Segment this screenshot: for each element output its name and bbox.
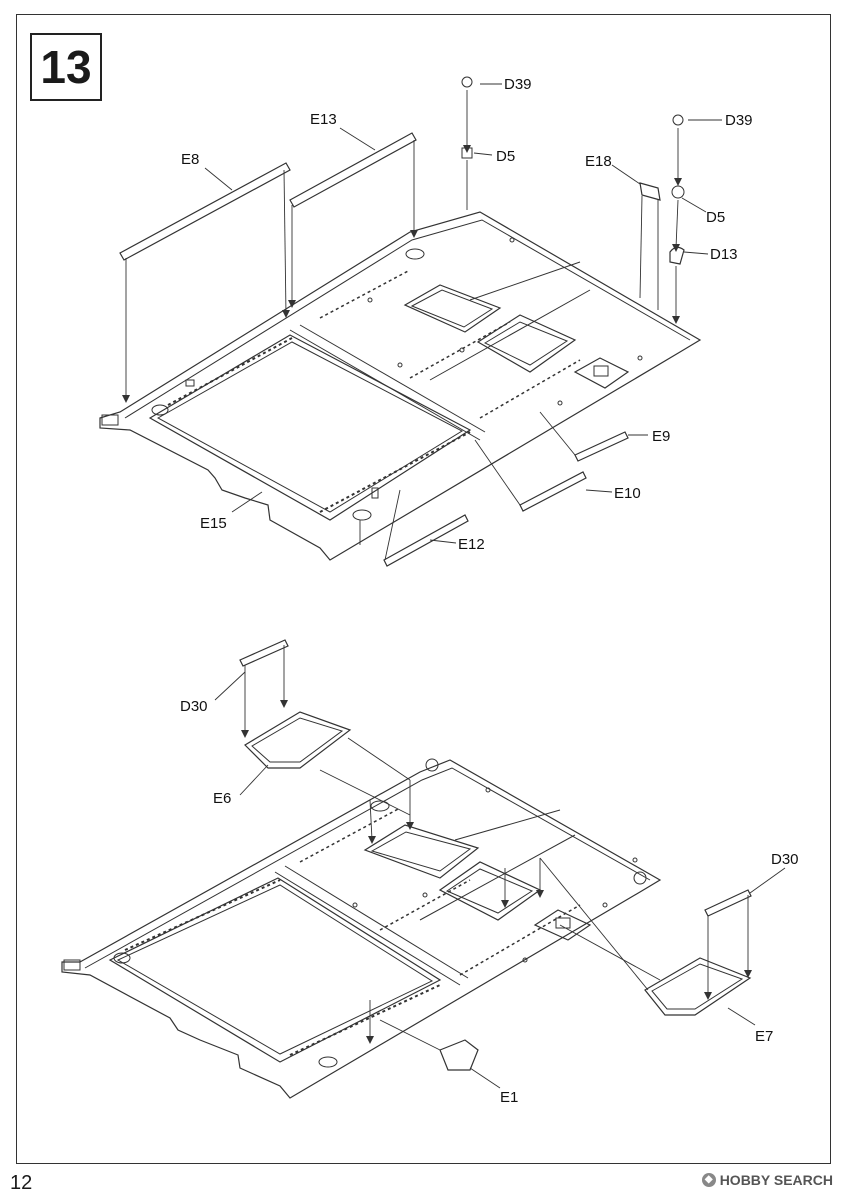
page-number: 12 [10, 1172, 33, 1194]
label-e12: E12 [458, 536, 485, 553]
lower-leader-lines [214, 645, 786, 1089]
upper-parts [119, 76, 685, 567]
label-d5-right: D5 [706, 209, 725, 226]
lower-arrowheads [241, 700, 752, 1044]
step-number: 13 [40, 41, 92, 93]
lower-parts [239, 639, 752, 1071]
lower-hull-plate [61, 758, 662, 1099]
label-e9: E9 [652, 428, 670, 445]
hobbysearch-logo-icon: ◆ [701, 1173, 716, 1187]
label-d39-right: D39 [725, 112, 753, 129]
upper-labels: D39 D5 E13 E8 E18 D39 D5 D13 E9 E10 E15 … [181, 76, 753, 553]
label-d30-left: D30 [180, 698, 208, 715]
label-d39-top: D39 [504, 76, 532, 93]
upper-hull-plate [99, 211, 702, 561]
label-e1: E1 [500, 1089, 518, 1106]
label-e10: E10 [614, 485, 641, 502]
watermark: ◆ HOBBY SEARCH [701, 1172, 833, 1188]
label-e6: E6 [213, 790, 231, 807]
lower-labels: D30 E6 D30 E7 E1 [180, 698, 799, 1106]
label-e8: E8 [181, 151, 199, 168]
label-d30-right: D30 [771, 851, 799, 868]
label-d13: D13 [710, 246, 738, 263]
label-e7: E7 [755, 1028, 773, 1045]
label-e15: E15 [200, 515, 227, 532]
instruction-sheet-border [16, 14, 831, 1164]
label-d5-top: D5 [496, 148, 515, 165]
upper-arrowheads [122, 145, 682, 403]
step-number-box: 13 [30, 33, 102, 101]
label-e13: E13 [310, 111, 337, 128]
label-e18: E18 [585, 153, 612, 170]
upper-leader-lines [125, 83, 722, 561]
watermark-brand: HOBBY SEARCH [719, 1172, 833, 1188]
